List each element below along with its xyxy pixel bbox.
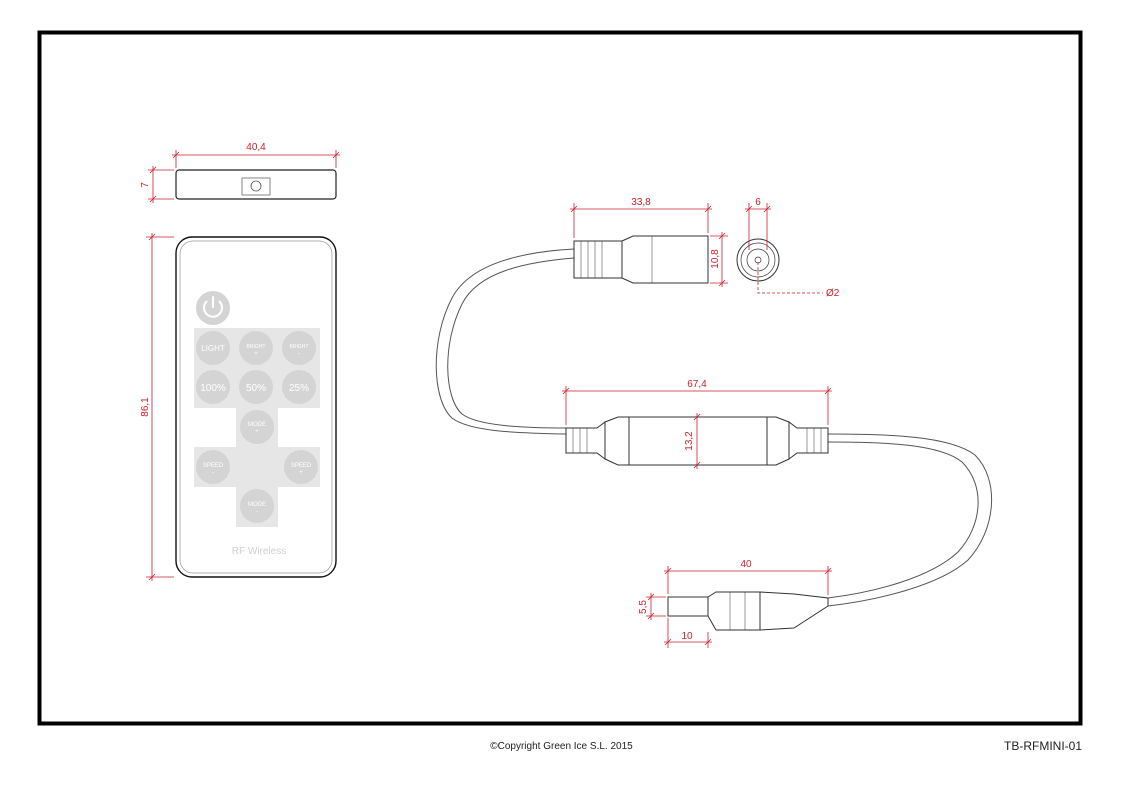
button-100-label: 100% [200,383,226,394]
dim-controller-length-label: 67,4 [687,379,707,390]
dimension-controller-height [693,413,701,469]
dim-socket-width-label: 6 [755,197,761,208]
dim-controller-height-label: 13,2 [684,431,695,451]
button-speed-left[interactable]: SPEED - [196,450,230,484]
drawing-frame [37,30,1083,726]
button-100[interactable]: 100% [196,370,230,404]
button-mode-up-label: MODE [248,422,266,428]
dimension-controller-length [562,386,832,425]
button-bright-down-label: BRIGHT [290,344,309,350]
minus-icon: - [256,509,258,515]
button-speed-left-label: SPEED [203,463,224,469]
power-button[interactable] [196,291,230,325]
dim-socket-hole-label: Ø2 [826,288,840,299]
button-25-label: 25% [289,383,309,394]
dim-plug-pin-length-label: 10 [681,631,693,642]
dim-remote-thickness-label: 7 [140,182,151,188]
dimension-connector-length [570,203,712,238]
button-50[interactable]: 50% [239,370,273,404]
cable [435,248,993,607]
dim-connector-length-label: 33,8 [631,197,651,208]
dimension-remote-width [172,150,340,168]
plus-icon: + [299,470,303,476]
dimension-plug-pin-length [664,618,712,648]
remote-brand: RF Wireless [232,546,286,557]
dimension-remote-height [146,233,174,581]
button-speed-right-label: SPEED [291,463,312,469]
minus-icon: - [212,470,214,476]
dim-plug-length-label: 40 [740,559,752,570]
button-speed-right[interactable]: SPEED + [284,450,318,484]
button-mode-down-label: MODE [248,502,266,508]
dim-remote-width-label: 40,4 [246,142,266,153]
button-25[interactable]: 25% [282,370,316,404]
dimension-plug-diameter [646,593,666,620]
power-icon [203,296,223,318]
dim-connector-height-label: 10,8 [710,249,721,269]
dimension-socket-width [745,203,771,250]
button-mode-down[interactable]: MODE - [240,489,274,523]
button-light[interactable]: LIGHT [196,331,230,365]
dimension-connector-height [710,232,728,287]
dimension-remote-thickness [148,166,174,203]
dimension-plug-length [664,566,832,595]
dim-plug-diameter-label: 5,5 [638,600,649,614]
copyright-text: ©Copyright Green Ice S.L. 2015 [490,741,633,752]
leader-socket-hole [757,262,823,294]
remote-side-view [175,169,337,200]
button-bright-up-label: BRIGHT [247,344,266,350]
dc-female-connector [573,235,709,284]
plus-icon: + [254,351,258,357]
dc-male-plug [667,591,829,631]
drawing-reference: TB-RFMINI-01 [1004,739,1082,753]
button-bright-up[interactable]: BRIGHT + [239,331,273,365]
button-light-label: LIGHT [201,344,225,353]
button-bright-down[interactable]: BRIGHT - [282,331,316,365]
plus-icon: + [255,429,259,435]
button-mode-up[interactable]: MODE + [240,410,274,444]
button-50-label: 50% [246,383,266,394]
minus-icon: - [298,351,300,357]
remote-front-view [175,236,337,578]
dim-remote-height-label: 86,1 [140,397,151,417]
